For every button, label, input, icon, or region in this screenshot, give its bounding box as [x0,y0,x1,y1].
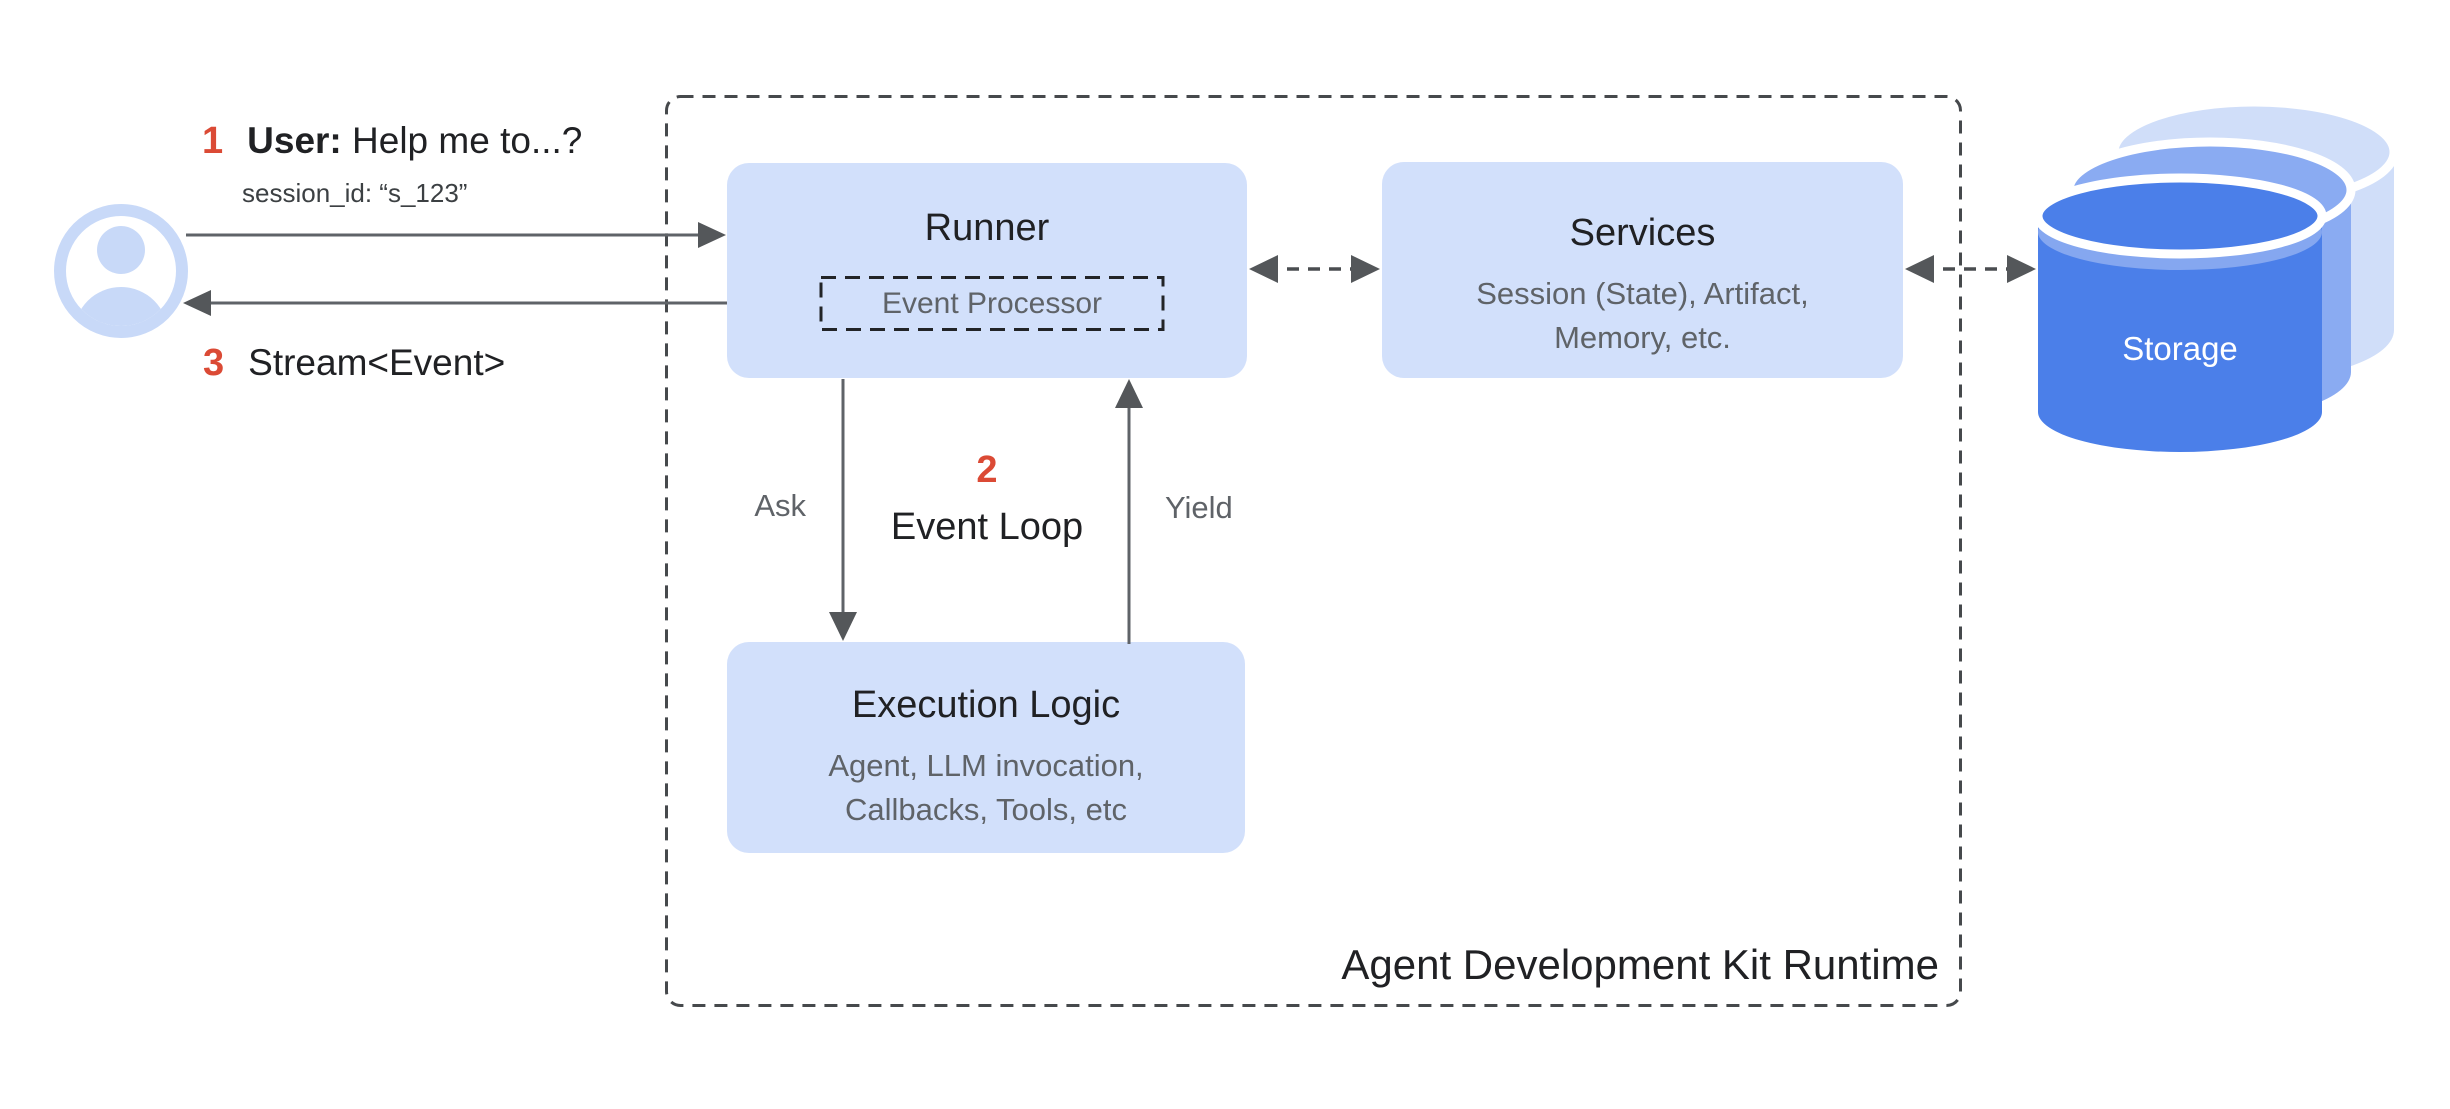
yield-label: Yield [1165,490,1233,525]
services-node: Services Session (State), Artifact, Memo… [1382,162,1903,378]
step-1-number: 1 [202,120,224,162]
services-subtitle-line-2: Memory, etc. [1554,320,1731,355]
event-loop-label-group: 2 Event Loop [827,448,1147,550]
user-request-label: 1 User: Help me to...? [202,120,582,163]
services-subtitle: Session (State), Artifact, Memory, etc. [1382,272,1903,360]
session-id-label: session_id: “s_123” [242,178,468,208]
runtime-frame-label: Agent Development Kit Runtime [1341,941,1939,988]
storage-cylinders-icon: Storage [2033,97,2399,452]
services-subtitle-line-1: Session (State), Artifact, [1476,276,1809,311]
runner-services-connector [1249,255,1380,283]
event-loop-label: Event Loop [890,506,1084,548]
runner-title: Runner [924,207,1050,249]
step-3-number: 3 [203,342,225,384]
execution-subtitle-line-2: Callbacks, Tools, etc [845,792,1127,827]
stream-event-text: Stream<Event> [248,342,506,383]
runner-node: Runner [727,163,1247,378]
services-storage-connector [1905,255,2036,283]
ask-label: Ask [754,488,806,523]
user-avatar-icon [54,204,188,338]
execution-subtitle-line-1: Agent, LLM invocation, [828,748,1144,783]
execution-logic-subtitle: Agent, LLM invocation, Callbacks, Tools,… [727,744,1245,832]
user-request-text: Help me to...? [341,120,583,161]
services-title: Services [1569,212,1716,254]
stream-event-label: 3 Stream<Event> [203,342,505,385]
user-request-prefix: User: [247,120,342,161]
response-arrow [183,290,727,316]
step-2-number: 2 [976,449,998,491]
storage-label: Storage [2122,330,2238,367]
execution-logic-node: Execution Logic Agent, LLM invocation, C… [727,642,1245,853]
execution-logic-title: Execution Logic [851,684,1121,726]
event-processor-label: Event Processor [881,287,1103,320]
request-arrow [186,222,726,248]
